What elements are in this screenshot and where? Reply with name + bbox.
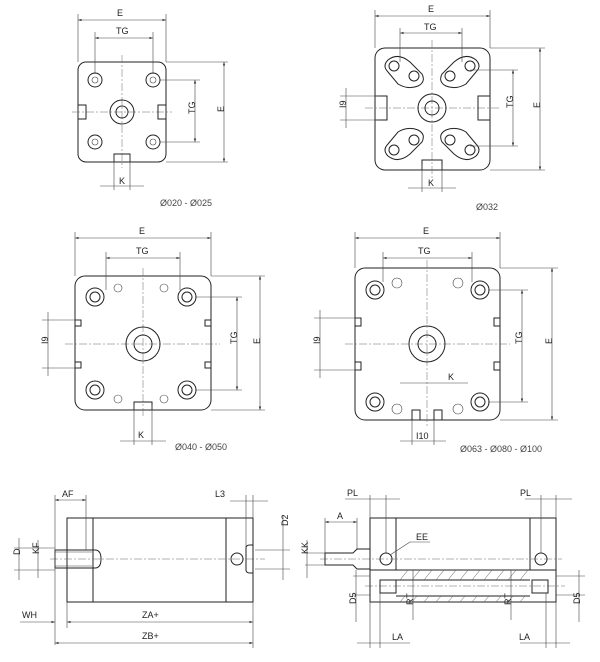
caption-040-050: Ø040 - Ø050 — [175, 442, 227, 452]
end-view-040-050: E TG I9 TG E K Ø040 - Ø050 — [40, 226, 265, 452]
dim-i9: I9 — [312, 336, 322, 344]
dim-tg: TG — [136, 246, 149, 256]
dim-k: K — [138, 430, 144, 440]
dim-zb: ZB+ — [142, 631, 159, 641]
dim-tg-vertical: TG — [514, 332, 524, 345]
end-view-020-025: E TG TG E K Ø020 - Ø025 — [72, 8, 228, 208]
dim-pl-left: PL — [347, 488, 358, 498]
dim-tg-vertical: TG — [505, 96, 515, 109]
end-view-032: E TG I9 TG E K Ø032 — [338, 4, 545, 212]
caption-032: Ø032 — [476, 202, 498, 212]
dim-tg: TG — [418, 246, 431, 256]
dim-tg: TG — [424, 22, 437, 32]
dim-i9: I9 — [40, 336, 50, 344]
dim-e-vertical: E — [252, 338, 262, 344]
dim-a: A — [337, 511, 343, 521]
dim-i9: I9 — [338, 100, 348, 108]
label-ee: EE — [416, 532, 428, 542]
dim-la-left: LA — [392, 632, 403, 642]
dim-kf: KF — [31, 542, 41, 554]
dim-rt-right: RT — [503, 593, 513, 605]
dim-tg-vertical: TG — [187, 102, 197, 115]
dim-rt-left: RT — [405, 593, 415, 605]
dim-i10: I10 — [416, 431, 429, 441]
dim-la-right: LA — [519, 632, 530, 642]
dim-d: D — [12, 548, 22, 555]
dim-e: E — [117, 8, 123, 18]
dim-k: K — [448, 372, 454, 382]
dim-e: E — [139, 226, 145, 236]
dim-tg: TG — [116, 26, 129, 36]
dim-tg-vertical: TG — [229, 332, 239, 345]
dim-af: AF — [62, 489, 74, 499]
dim-wh: WH — [22, 610, 37, 620]
dim-k: K — [428, 178, 434, 188]
dim-k: K — [119, 176, 125, 186]
dim-d5-right: D5 — [572, 592, 582, 604]
dim-d5-left: D5 — [348, 592, 358, 604]
dim-za: ZA+ — [142, 610, 159, 620]
dim-kk: KK — [300, 542, 310, 554]
dim-e: E — [428, 4, 434, 14]
dim-e-vertical: E — [532, 102, 542, 108]
caption-063-080-100: Ø063 - Ø080 - Ø100 — [460, 444, 542, 454]
section-hatching — [399, 569, 529, 603]
dim-e-vertical: E — [544, 338, 554, 344]
caption-020-025: Ø020 - Ø025 — [160, 198, 212, 208]
side-view-section: PL PL A EE KK D5 RT RT D5 LA LA — [300, 488, 585, 648]
dim-l3: L3 — [215, 489, 225, 499]
dim-e: E — [423, 226, 429, 236]
side-view-external: AF L3 D2 D KF WH ZA+ ZB+ — [12, 489, 290, 648]
dim-d2: D2 — [280, 514, 290, 526]
dim-e-vertical: E — [216, 106, 226, 112]
dim-pl-right: PL — [520, 488, 531, 498]
end-view-063-080-100: E TG I9 TG E K I10 Ø063 - Ø080 - Ø100 — [312, 226, 558, 454]
